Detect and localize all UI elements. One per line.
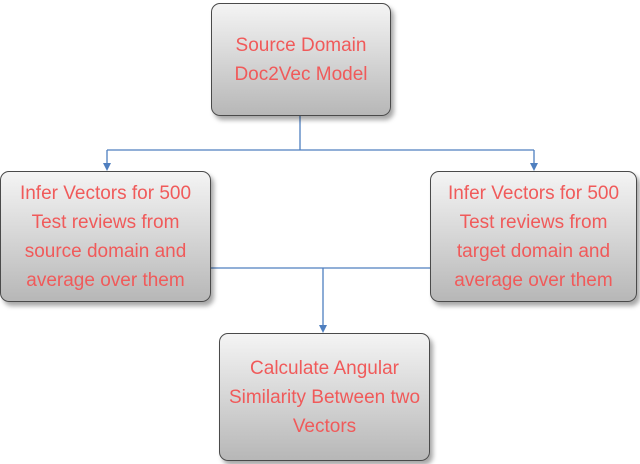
angular-similarity-label: Calculate Angular Similarity Between two… — [228, 357, 421, 437]
connector-source-to-branches — [107, 116, 534, 151]
target-vectors-node: Infer Vectors for 500 Test reviews from … — [430, 171, 637, 302]
source-domain-model-node: Source Domain Doc2Vec Model — [211, 3, 391, 116]
target-vectors-label: Infer Vectors for 500 Test reviews from … — [447, 182, 620, 291]
source-domain-model-label: Source Domain Doc2Vec Model — [234, 34, 368, 85]
source-vectors-node: Infer Vectors for 500 Test reviews from … — [0, 171, 211, 302]
angular-similarity-node: Calculate Angular Similarity Between two… — [219, 333, 430, 461]
source-vectors-label: Infer Vectors for 500 Test reviews from … — [19, 182, 192, 291]
